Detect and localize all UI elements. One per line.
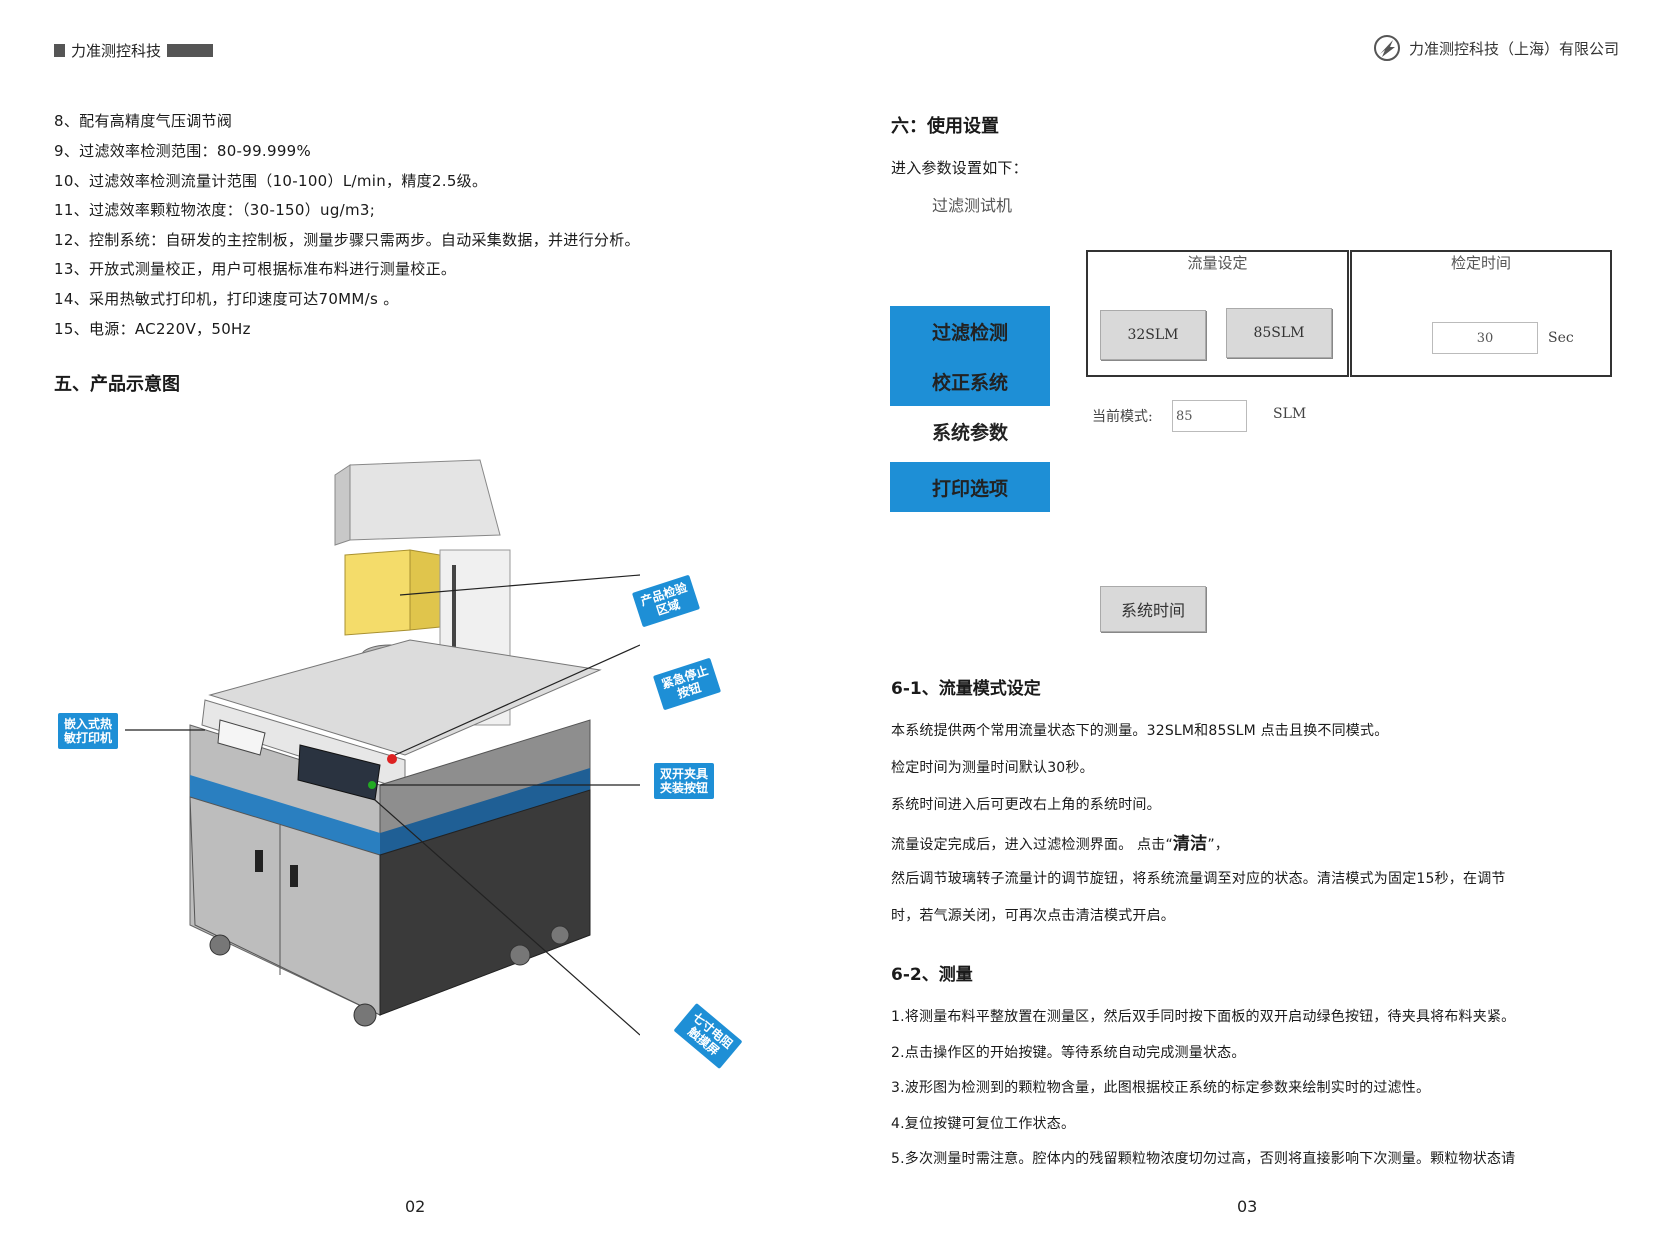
calibration-time-unit: Sec [1548,330,1574,346]
page-number-left: 02 [405,1197,426,1216]
calibration-time-title: 检定时间 [1450,254,1511,272]
flow-mode-line-1: 本系统提供两个常用流量状态下的测量。32SLM和85SLM 点击且换不同模式。 [891,723,1389,739]
system-time-button[interactable]: 系统时间 [1100,586,1206,632]
company-logo-icon [1373,35,1400,61]
product-illustration [189,459,640,1036]
flow-mode-line-4-bold: 清洁 [1172,834,1208,854]
settings-ui-screenshot: 过滤测试机 过滤检测 校正系统 系统参数 打印选项 流量设定 32SLM 85S… [890,188,1615,638]
flow-mode-line-5: 然后调节玻璃转子流量计的调节旋钮，将系统流量调至对应的状态。清洁模式为固定15秒… [891,871,1506,887]
flow-32slm-button[interactable]: 32SLM [1100,310,1206,360]
menu-filter-test[interactable]: 过滤检测 [890,306,1050,356]
section-title-product-diagram: 五、产品示意图 [54,374,180,395]
callout-printer-line1: 嵌入式热 [64,717,113,731]
flow-mode-line-2: 检定时间为测量时间默认30秒。 [891,760,1094,776]
subsection-title-measurement: 6-2、测量 [891,965,973,985]
callout-thermal-printer: 嵌入式热 敏打印机 [58,713,119,749]
flow-mode-line-4-pre: 流量设定完成后，进入过滤检测界面。 点击“ [891,837,1173,853]
flow-mode-line-3: 系统时间进入后可更改右上角的系统时间。 [891,797,1161,813]
current-mode-label: 当前模式: [1092,409,1153,425]
callout-printer-line2: 敏打印机 [64,731,113,745]
callout-clamp-button: 双开夹具 夹装按钮 [654,763,715,799]
measurement-line-3: 3.波形图为检测到的颗粒物含量，此图根据校正系统的标定参数来绘制实时的过滤性。 [891,1080,1431,1096]
page-number-right: 03 [1237,1197,1258,1216]
flow-mode-line-4: 流量设定完成后，进入过滤检测界面。 点击“清洁”， [891,829,1229,854]
spec-line-9: 9、过滤效率检测范围：80-99.999% [54,142,312,160]
menu-calibration-system[interactable]: 校正系统 [890,356,1050,406]
spec-line-14: 14、采用热敏式打印机，打印速度可达70MM/s 。 [54,290,399,308]
calibration-time-box: 检定时间 30 Sec [1350,250,1612,377]
callout-clamp-button-line1: 双开夹具 [660,767,709,781]
section-title-usage-settings: 六：使用设置 [891,116,999,137]
ui-app-title: 过滤测试机 [932,196,1013,215]
measurement-line-2: 2.点击操作区的开始按键。等待系统自动完成测量状态。 [891,1045,1246,1061]
callout-clamp-button-line2: 夹装按钮 [660,781,709,795]
spec-line-13: 13、开放式测量校正，用户可根据标准布料进行测量校正。 [54,260,457,278]
measurement-line-1: 1.将测量布料平整放置在测量区，然后双手同时按下面板的双开启动绿色按钮，待夹具将… [891,1009,1516,1025]
current-mode-input[interactable]: 85 [1172,400,1247,432]
printer-leader-line [125,729,205,731]
menu-print-options[interactable]: 打印选项 [890,462,1050,512]
company-name: 力准测控科技（上海）有限公司 [1408,39,1619,58]
flow-mode-line-6: 时，若气源关闭，可再次点击清洁模式开启。 [891,908,1175,924]
header-square-mark [54,44,65,57]
spec-line-8: 8、配有高精度气压调节阀 [54,112,233,130]
measurement-line-4: 4.复位按键可复位工作状态。 [891,1116,1076,1132]
flow-setting-box: 流量设定 32SLM 85SLM [1086,250,1349,377]
subsection-title-flow-mode: 6-1、流量模式设定 [891,679,1041,699]
menu-system-params[interactable]: 系统参数 [890,406,1050,456]
spec-line-12: 12、控制系统：自研发的主控制板，测量步骤只需两步。自动采集数据，并进行分析。 [54,231,640,249]
spec-line-15: 15、电源：AC220V，50Hz [54,320,251,338]
spec-line-10: 10、过滤效率检测流量计范围（10-100）L/min，精度2.5级。 [54,172,488,190]
current-mode-unit: SLM [1273,406,1307,422]
callout-emergency-stop: 紧急停止 按钮 [652,657,722,711]
calibration-time-input[interactable]: 30 [1432,322,1538,354]
header-brand-text: 力准测控科技 [71,42,162,60]
callout-inspection-area: 产品检验 区域 [631,574,701,628]
callout-touch-screen: 七寸电阻 触摸屏 [673,1002,743,1070]
flow-85slm-button[interactable]: 85SLM [1226,308,1332,358]
flow-mode-line-4-post: ”， [1207,837,1229,853]
header-company: 力准测控科技（上海）有限公司 [1373,34,1619,62]
settings-intro: 进入参数设置如下： [891,159,1028,177]
spec-line-11: 11、过滤效率颗粒物浓度：（30-150）ug/m3; [54,201,376,219]
flow-setting-title: 流量设定 [1187,254,1248,272]
header-brand: 力准测控科技 [54,40,214,61]
measurement-line-5: 5.多次测量时需注意。腔体内的残留颗粒物浓度切勿过高，否则将直接影响下次测量。颗… [891,1151,1516,1167]
header-bar-mark [167,44,214,57]
